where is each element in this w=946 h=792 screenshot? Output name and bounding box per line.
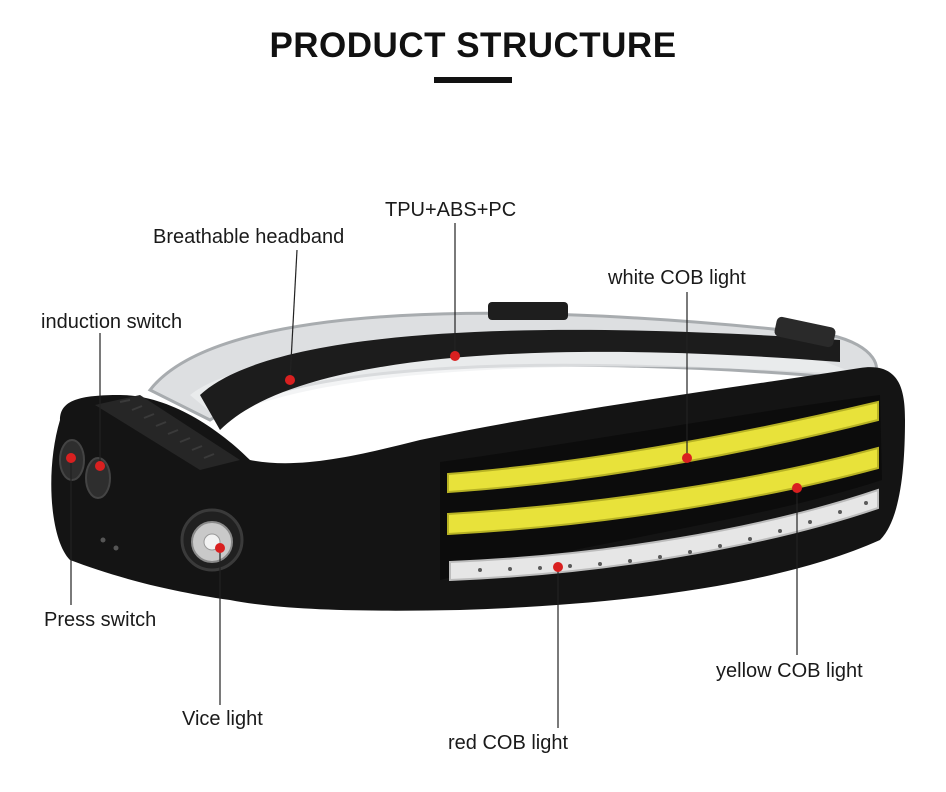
markers xyxy=(66,351,802,572)
label-white-cob: white COB light xyxy=(608,267,746,289)
status-dot-1 xyxy=(100,537,106,543)
status-dot-2 xyxy=(113,545,119,551)
marker-yellow-cob xyxy=(792,483,802,493)
leader-lines xyxy=(70,223,798,728)
right-clip xyxy=(774,316,836,348)
back-strap xyxy=(200,329,840,430)
marker-white-cob xyxy=(682,453,692,463)
switch-ridges xyxy=(95,395,240,470)
marker-press-switch xyxy=(66,453,76,463)
marker-material xyxy=(450,351,460,361)
white-strip xyxy=(449,488,879,582)
yellow-strip-upper xyxy=(447,400,879,494)
marker-vice-light xyxy=(215,543,225,553)
marker-red-cob xyxy=(553,562,563,572)
label-induction-switch: induction switch xyxy=(41,311,183,333)
title-underline xyxy=(434,77,512,83)
top-clip xyxy=(488,302,568,320)
label-yellow-cob: yellow COB light xyxy=(716,660,863,682)
yellow-strip-lower xyxy=(447,446,879,536)
marker-headband xyxy=(285,375,295,385)
white-strip-leds xyxy=(478,501,868,572)
label-vice-light: Vice light xyxy=(182,708,263,730)
label-press-switch: Press switch xyxy=(44,609,157,631)
label-material: TPU+ABS+PC xyxy=(385,199,517,221)
label-red-cob: red COB light xyxy=(448,732,569,754)
page-title: PRODUCT STRUCTURE xyxy=(269,26,677,65)
label-headband: Breathable headband xyxy=(153,226,345,248)
marker-induction-switch xyxy=(95,461,105,471)
